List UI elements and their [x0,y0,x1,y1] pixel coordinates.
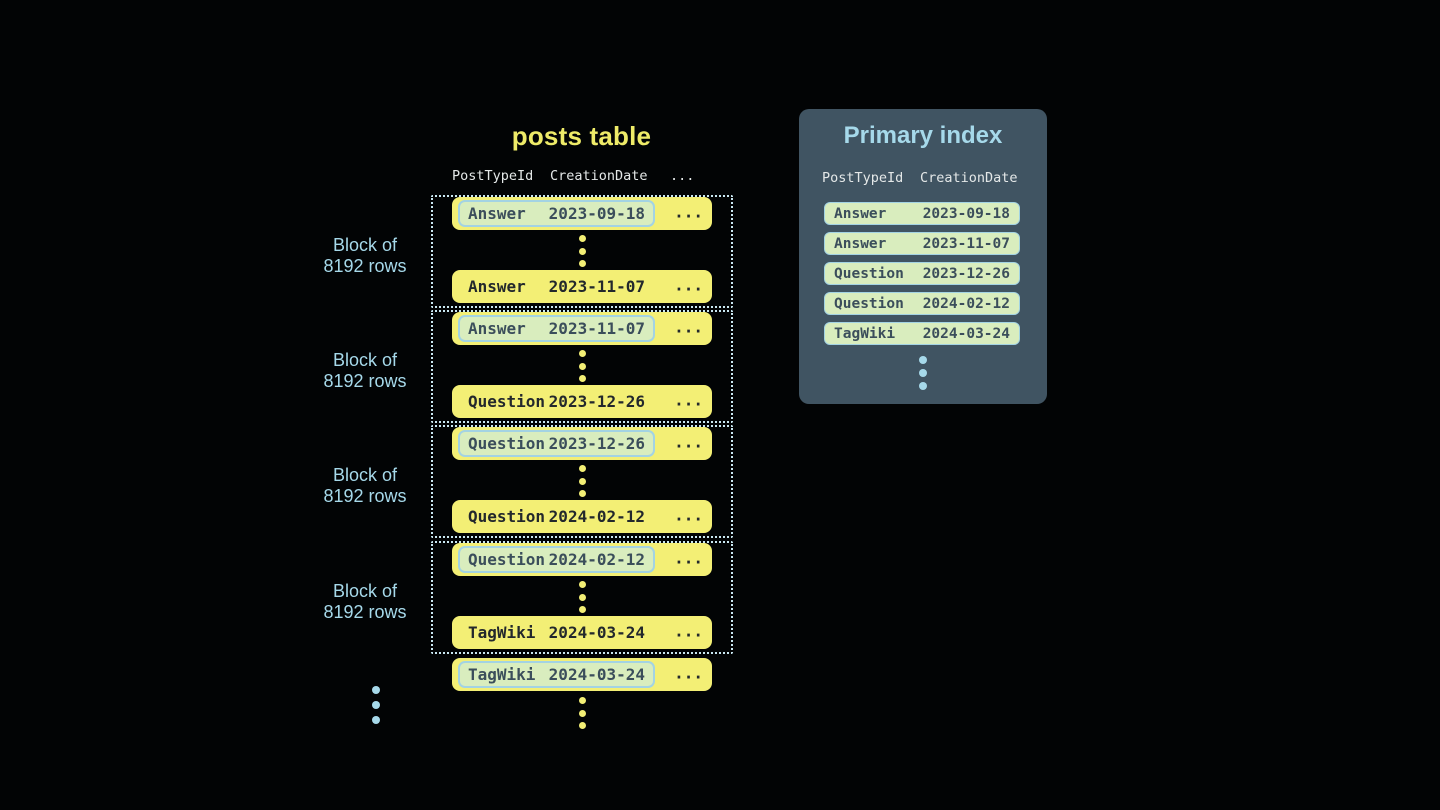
post-type-cell: Question [468,434,546,453]
block-size-label-1: Block of 8192 rows [300,235,430,277]
creation-date-cell: 2023-12-26 [548,434,645,453]
block-label-line2: 8192 rows [323,256,407,276]
post-type-cell: Answer [468,277,526,296]
creation-date-cell: 2023-11-07 [922,235,1010,252]
post-type-cell: Answer [468,319,526,338]
block-label-line1: Block of [332,350,398,370]
table-row: Question 2023-12-26 ... [452,385,712,418]
index-row: Answer 2023-09-18 [824,202,1020,225]
post-type-cell: Answer [468,204,526,223]
row-cells: TagWiki 2024-03-24 [458,619,655,646]
index-row: Answer 2023-11-07 [824,232,1020,255]
posts-header-posttypeid: PostTypeId [452,168,534,184]
more-index-rows-dots [799,356,1047,390]
block-size-label-3: Block of 8192 rows [300,465,430,507]
row-highlight: Question 2023-12-26 [458,430,655,457]
table-row: Answer 2023-11-07 ... [452,312,712,345]
block-label-line2: 8192 rows [323,486,407,506]
posts-block-3: Question 2023-12-26 ... Question 2024-02… [431,425,733,538]
post-type-cell: Answer [834,205,887,222]
table-row: Answer 2023-11-07 ... [452,270,712,303]
creation-date-cell: 2024-03-24 [548,665,645,684]
primary-index-panel: Primary index PostTypeId CreationDate An… [799,109,1047,404]
block-size-label-4: Block of 8192 rows [300,581,430,623]
table-row: Answer 2023-09-18 ... [452,197,712,230]
rows-omitted-dots [433,350,731,382]
overflow-row: TagWiki 2024-03-24 ... [452,658,712,691]
row-ellipsis: ... [674,390,703,410]
row-ellipsis: ... [674,275,703,295]
posts-table-title: posts table [511,121,652,151]
creation-date-cell: 2023-12-26 [922,265,1010,282]
posts-header-ellipsis: ... [670,168,695,184]
row-cells: Question 2024-02-12 [458,503,655,530]
post-type-cell: TagWiki [468,623,536,642]
row-ellipsis: ... [674,317,703,337]
creation-date-cell: 2024-02-12 [548,550,645,569]
post-type-cell: Question [468,507,546,526]
post-type-cell: Question [834,295,904,312]
index-row: Question 2024-02-12 [824,292,1020,315]
more-rows-dots [452,697,712,729]
block-label-line2: 8192 rows [323,371,407,391]
index-header-posttypeid: PostTypeId [822,170,904,186]
rows-omitted-dots [433,465,731,497]
post-type-cell: TagWiki [468,665,536,684]
creation-date-cell: 2023-09-18 [922,205,1010,222]
table-row: Question 2024-02-12 ... [452,543,712,576]
creation-date-cell: 2024-02-12 [922,295,1010,312]
row-highlight: Answer 2023-09-18 [458,200,655,227]
creation-date-cell: 2024-02-12 [548,507,645,526]
posts-block-2: Answer 2023-11-07 ... Question 2023-12-2… [431,310,733,423]
row-ellipsis: ... [674,621,703,641]
posts-header-creationdate: CreationDate [550,168,648,184]
creation-date-cell: 2023-09-18 [548,204,645,223]
block-label-line1: Block of [332,581,398,601]
block-label-line2: 8192 rows [323,602,407,622]
rows-omitted-dots [433,581,731,613]
index-header-creationdate: CreationDate [920,170,1018,186]
primary-index-title: Primary index [843,122,1003,149]
block-label-line1: Block of [332,235,398,255]
creation-date-cell: 2024-03-24 [548,623,645,642]
post-type-cell: Question [834,265,904,282]
row-ellipsis: ... [674,432,703,452]
row-cells: Answer 2023-11-07 [458,273,655,300]
row-highlight: TagWiki 2024-03-24 [458,661,655,688]
table-row: Question 2024-02-12 ... [452,500,712,533]
creation-date-cell: 2024-03-24 [922,325,1010,342]
post-type-cell: Answer [834,235,887,252]
posts-block-4: Question 2024-02-12 ... TagWiki 2024-03-… [431,541,733,654]
index-row: TagWiki 2024-03-24 [824,322,1020,345]
row-ellipsis: ... [674,548,703,568]
creation-date-cell: 2023-11-07 [548,319,645,338]
row-ellipsis: ... [674,663,703,683]
index-row: Question 2023-12-26 [824,262,1020,285]
block-label-line1: Block of [332,465,398,485]
more-blocks-dots [336,686,416,724]
row-ellipsis: ... [674,202,703,222]
row-ellipsis: ... [674,505,703,525]
row-cells: Question 2023-12-26 [458,388,655,415]
post-type-cell: TagWiki [834,325,896,342]
creation-date-cell: 2023-11-07 [548,277,645,296]
rows-omitted-dots [433,235,731,267]
row-highlight: Question 2024-02-12 [458,546,655,573]
posts-block-1: Answer 2023-09-18 ... Answer 2023-11-07 … [431,195,733,308]
table-row: TagWiki 2024-03-24 ... [452,616,712,649]
block-size-label-2: Block of 8192 rows [300,350,430,392]
creation-date-cell: 2023-12-26 [548,392,645,411]
row-highlight: Answer 2023-11-07 [458,315,655,342]
post-type-cell: Question [468,392,546,411]
table-row: Question 2023-12-26 ... [452,427,712,460]
post-type-cell: Question [468,550,546,569]
